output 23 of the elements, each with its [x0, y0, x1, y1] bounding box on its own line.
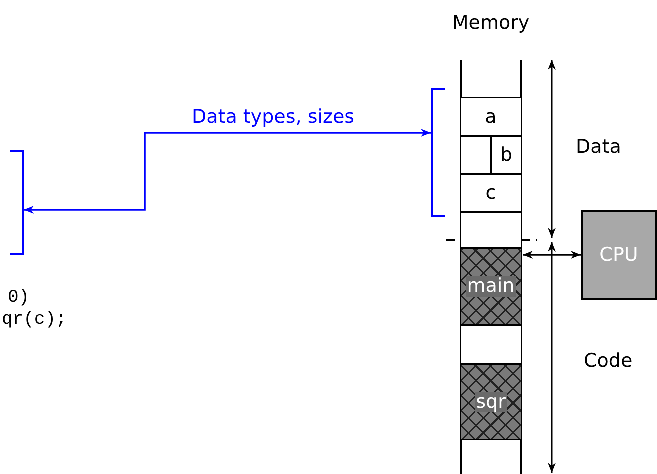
cell-label: a	[485, 106, 497, 128]
code-line: qr(c);	[2, 310, 67, 330]
memory-cell	[460, 97, 522, 136]
memory-cell	[460, 136, 491, 174]
arrow	[523, 251, 581, 259]
code-line: 0)	[8, 288, 30, 308]
code-block	[460, 248, 522, 325]
arrow	[24, 129, 431, 214]
cell-label: b	[500, 144, 513, 166]
memory-cell	[460, 212, 522, 248]
memory-cell	[460, 174, 522, 212]
region-label: Data	[576, 136, 622, 158]
cell-label: sqr	[475, 392, 507, 412]
cell-label: c	[486, 182, 496, 204]
code-block	[460, 364, 522, 440]
memory-heading: Memory	[451, 12, 531, 34]
bracket	[10, 150, 24, 255]
cell-label: main	[466, 276, 516, 297]
region-label: Code	[584, 350, 633, 372]
cpu-box: CPU	[581, 210, 657, 300]
memory-cell	[491, 136, 522, 174]
memory-cell	[460, 325, 522, 364]
bracket	[431, 88, 445, 217]
